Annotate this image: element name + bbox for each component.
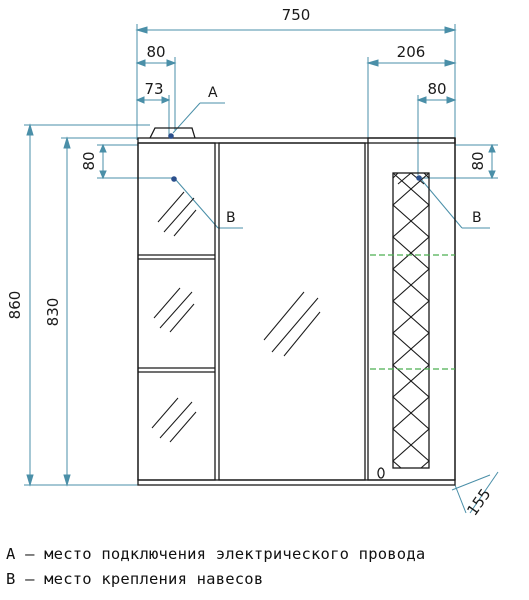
diamond-lattice <box>392 172 430 469</box>
mount-point-b-right <box>416 175 422 181</box>
dim-body-height: 830 <box>44 298 62 327</box>
dim-right-cabinet-width: 206 <box>397 43 426 61</box>
callout-b-left: B <box>226 210 236 226</box>
legend-line-b: B – место крепления навесов <box>6 570 264 588</box>
dimension-lines <box>24 24 499 514</box>
legend-line-a: A – место подключения электрического про… <box>6 545 426 563</box>
cabinet-outline <box>137 127 456 486</box>
dim-left-mount-height: 80 <box>80 151 98 170</box>
dim-connection-offset: 73 <box>144 80 163 98</box>
callout-b-right: B <box>472 210 482 226</box>
mount-point-b-left <box>171 176 177 182</box>
shelf-markers <box>370 254 455 370</box>
dim-overall-width: 750 <box>282 6 311 24</box>
callout-a: A <box>208 85 218 101</box>
connection-point-a <box>168 133 174 139</box>
dim-top-left-offset: 80 <box>146 43 165 61</box>
dim-right-mount-height: 80 <box>469 151 487 170</box>
dim-depth: 155 <box>463 485 494 519</box>
dim-overall-height: 860 <box>6 291 24 320</box>
mirror-reflection-marks <box>151 191 321 443</box>
dim-right-mount-offset: 80 <box>427 80 446 98</box>
